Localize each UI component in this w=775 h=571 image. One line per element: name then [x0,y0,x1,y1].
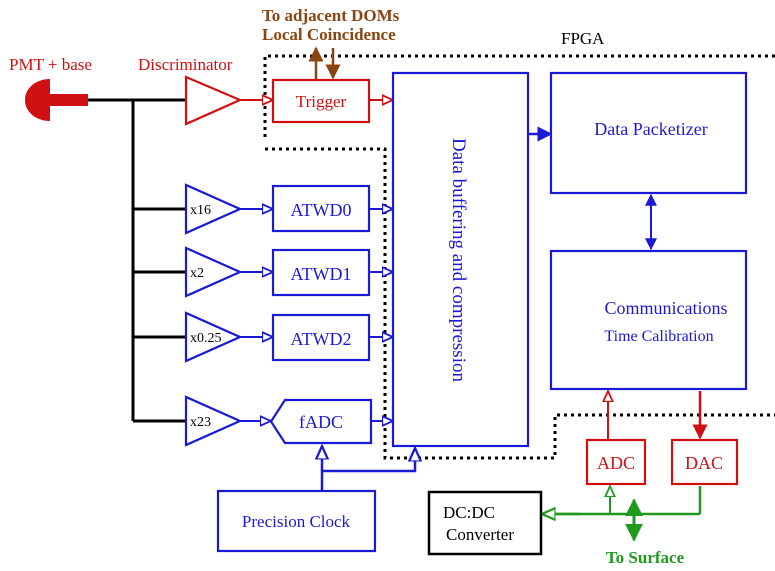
fpga-label: FPGA [561,29,605,48]
precision-clock-block [216,489,377,553]
atwd0-label: ATWD0 [291,200,352,220]
discriminator-amp-icon [184,75,243,126]
amp-x2-icon [184,246,243,298]
adc-label: ADC [597,453,635,473]
adjacent-doms-label: To adjacent DOMs [262,6,400,25]
atwd2-block [271,313,371,362]
data-packetizer-label: Data Packetizer [594,119,707,139]
to-surface-label: To Surface [606,548,685,567]
amp-x025-icon [184,311,243,363]
discriminator-label: Discriminator [138,55,233,74]
data-packetizer-block [549,71,748,195]
fpga-boundary [263,54,775,460]
atwd1-block [271,248,371,297]
amp-x23-label: x23 [190,415,211,430]
clock-distribution-line [320,448,415,491]
dac-block [670,438,739,486]
atwd2-label: ATWD2 [291,329,352,349]
adc-block [585,438,647,486]
amp-x23-icon [184,395,243,447]
local-coincidence-label: Local Coincidence [262,25,396,44]
communications-block [549,249,748,391]
data-buffering-block [391,71,530,448]
amp-x16-label: x16 [190,203,211,218]
time-calibration-label: Time Calibration [604,328,713,345]
dcdc-converter-block [427,490,543,556]
precision-clock-label: Precision Clock [242,512,351,531]
converter-label: Converter [446,525,514,544]
dac-label: DAC [685,453,723,473]
amp-x025-label: x0.25 [190,331,222,346]
data-buffering-label: Data buffering and compression [448,138,469,382]
communications-label: Communications [605,298,728,318]
amp-x2-label: x2 [190,266,204,281]
fadc-label: fADC [299,412,343,432]
dcdc-label: DC:DC [443,503,495,522]
fadc-block [269,398,373,445]
pmt-label: PMT + base [9,55,92,74]
amp-x16-icon [184,183,243,235]
atwd0-block [271,184,371,233]
pmt-icon [25,79,88,121]
trigger-label: Trigger [296,92,347,111]
atwd1-label: ATWD1 [291,264,352,284]
